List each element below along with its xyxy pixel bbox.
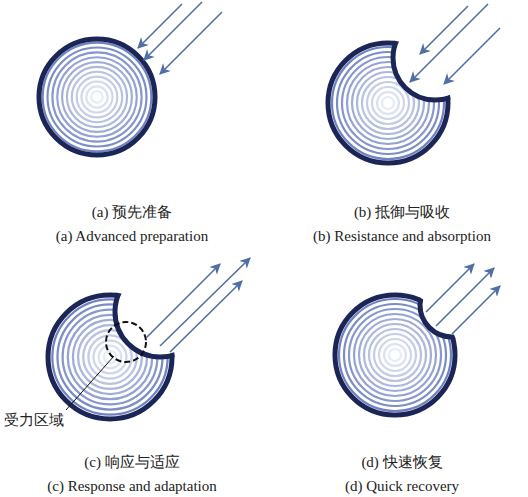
- figure-caption: (d) 快速恢复: [361, 450, 442, 474]
- intact-sphere: [39, 39, 155, 155]
- caption-block: (a) 预先准备(a) Advanced preparation: [0, 200, 264, 248]
- figure-panel: (d) 快速恢复(d) Quick recovery: [276, 250, 528, 497]
- outgoing-arrows: [146, 258, 250, 352]
- figure-caption: (a) 预先准备: [92, 200, 172, 224]
- figure-panel: (c) 响应与适应(c) Response and adaptation: [0, 250, 264, 497]
- figure-panel: (a) 预先准备(a) Advanced preparation: [0, 0, 264, 250]
- dented-sphere: [48, 267, 205, 419]
- caption-block: (c) 响应与适应(c) Response and adaptation: [0, 450, 264, 497]
- outgoing-arrows: [426, 264, 500, 334]
- figure-caption: (b) Resistance and absorption: [313, 224, 491, 248]
- recovering-sphere: [335, 273, 484, 415]
- figure-panel: (b) 抵御与吸收(b) Resistance and absorption: [276, 0, 528, 250]
- caption-block: (b) 抵御与吸收(b) Resistance and absorption: [276, 200, 528, 248]
- figure-caption: (d) Quick recovery: [345, 474, 459, 497]
- caption-block: (d) 快速恢复(d) Quick recovery: [276, 450, 528, 497]
- incoming-arrows: [410, 4, 500, 84]
- figure-caption: (c) Response and adaptation: [47, 474, 217, 497]
- figure-caption: (a) Advanced preparation: [56, 224, 208, 248]
- leader-line: [66, 356, 114, 410]
- figure-caption: (c) 响应与适应: [84, 450, 179, 474]
- callout-label: 受力区域: [4, 410, 64, 430]
- incoming-arrows: [138, 2, 222, 74]
- stress-zone-marker: [106, 322, 146, 362]
- figure-caption: (b) 抵御与吸收: [354, 200, 450, 224]
